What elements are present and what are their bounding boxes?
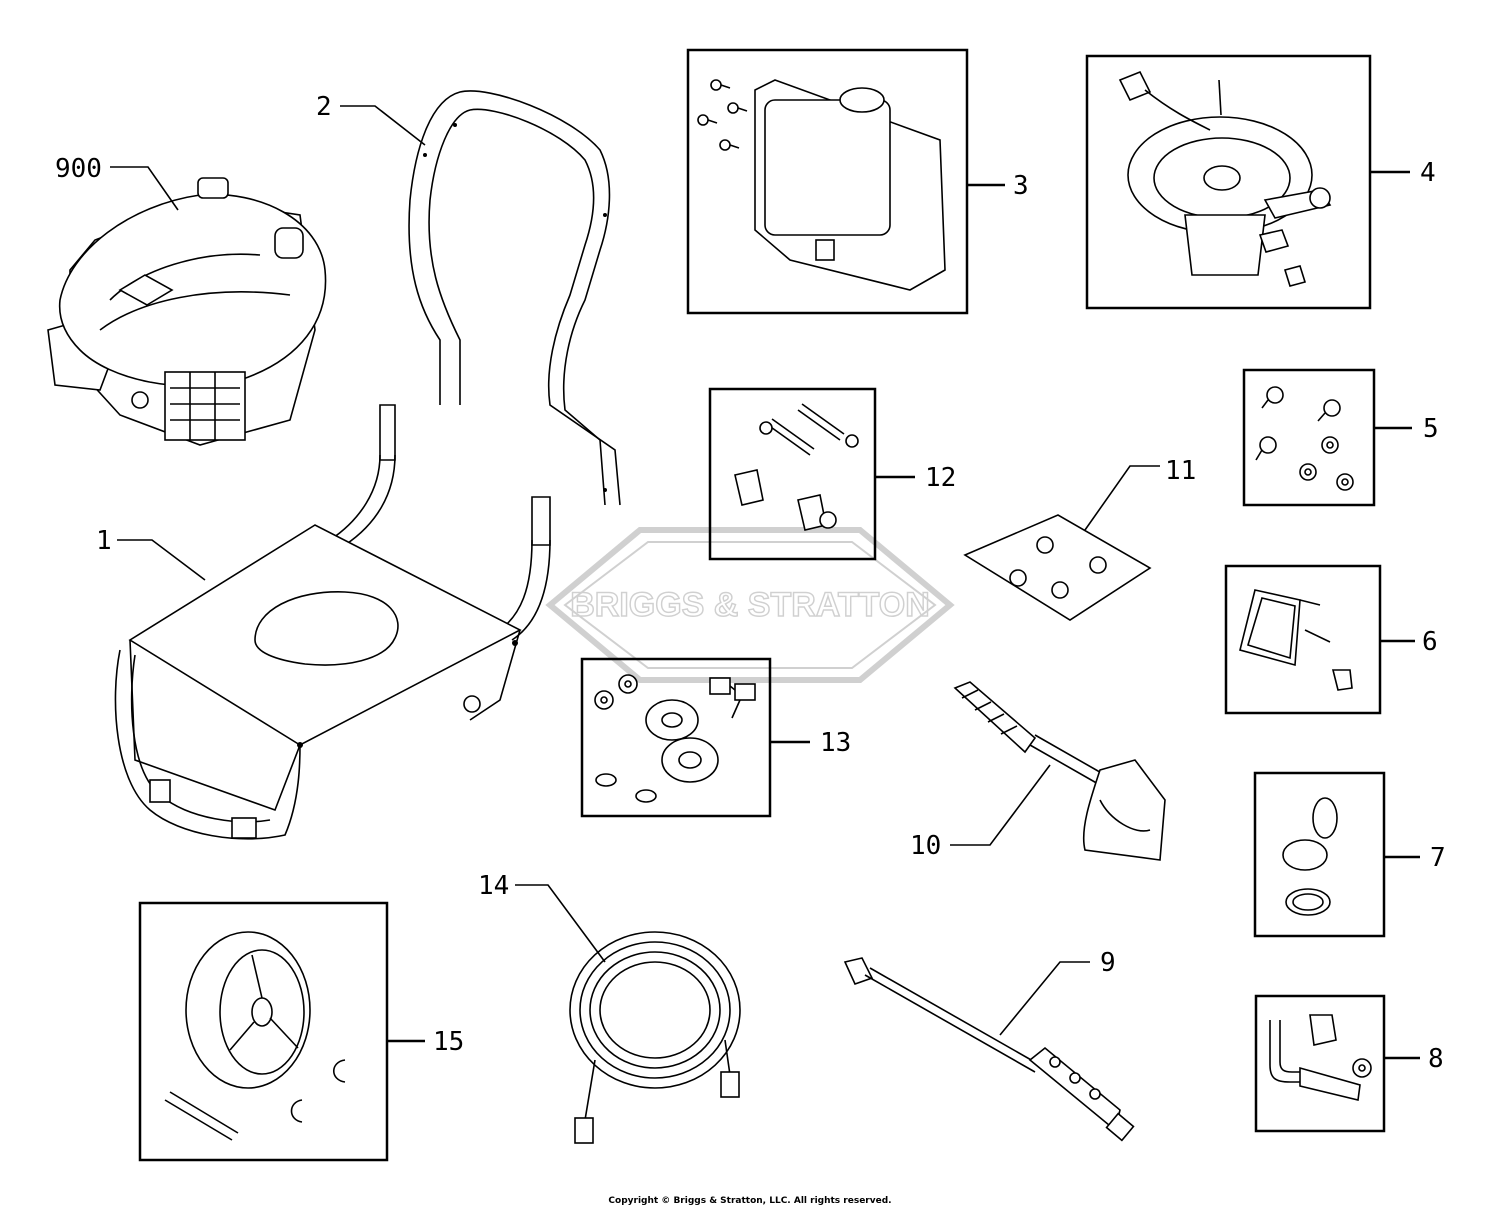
part-bracket-kit [1224,564,1382,715]
part-fuel-tank [686,48,969,315]
part-wheel [138,901,389,1162]
part-engine [47,177,327,446]
watermark-text: BRIGGS & STRATTON [570,586,930,624]
part-hardware-kit [1242,368,1376,507]
callout-7: 7 [1430,843,1446,873]
callout-3: 3 [1013,171,1029,201]
part-hose [569,931,741,1144]
callout-13: 13 [820,728,851,758]
callout-8: 8 [1428,1044,1444,1074]
callout-11: 11 [1165,456,1196,486]
leader-lines [110,105,1420,1060]
callout-1: 1 [96,526,112,556]
part-bolt-kit [708,387,877,561]
callout-12: 12 [925,463,956,493]
part-cap-kit [1253,771,1386,938]
callout-6: 6 [1422,627,1438,657]
part-nozzle-kit [963,514,1152,621]
callout-9: 9 [1100,948,1116,978]
callout-5: 5 [1423,414,1439,444]
part-frame [114,404,551,840]
callout-labels: 900 1 2 3 4 5 6 7 8 9 10 11 12 13 14 15 [55,92,1446,1074]
part-spray-gun [953,681,1166,861]
tank-screws [697,79,748,151]
part-fitting-kit [1254,994,1386,1133]
copyright-notice: Copyright © Briggs & Stratton, LLC. All … [608,1196,892,1206]
part-wand [843,957,1135,1142]
part-wheel-hardware [580,657,772,818]
callout-10: 10 [910,831,941,861]
callout-2: 2 [316,92,332,122]
brand-watermark: BRIGGS & STRATTON [545,527,955,683]
callout-15: 15 [433,1027,464,1057]
callout-14: 14 [478,871,509,901]
callout-900: 900 [55,154,102,184]
part-handle [408,90,621,506]
callout-4: 4 [1420,158,1436,188]
part-pump [1085,54,1372,310]
